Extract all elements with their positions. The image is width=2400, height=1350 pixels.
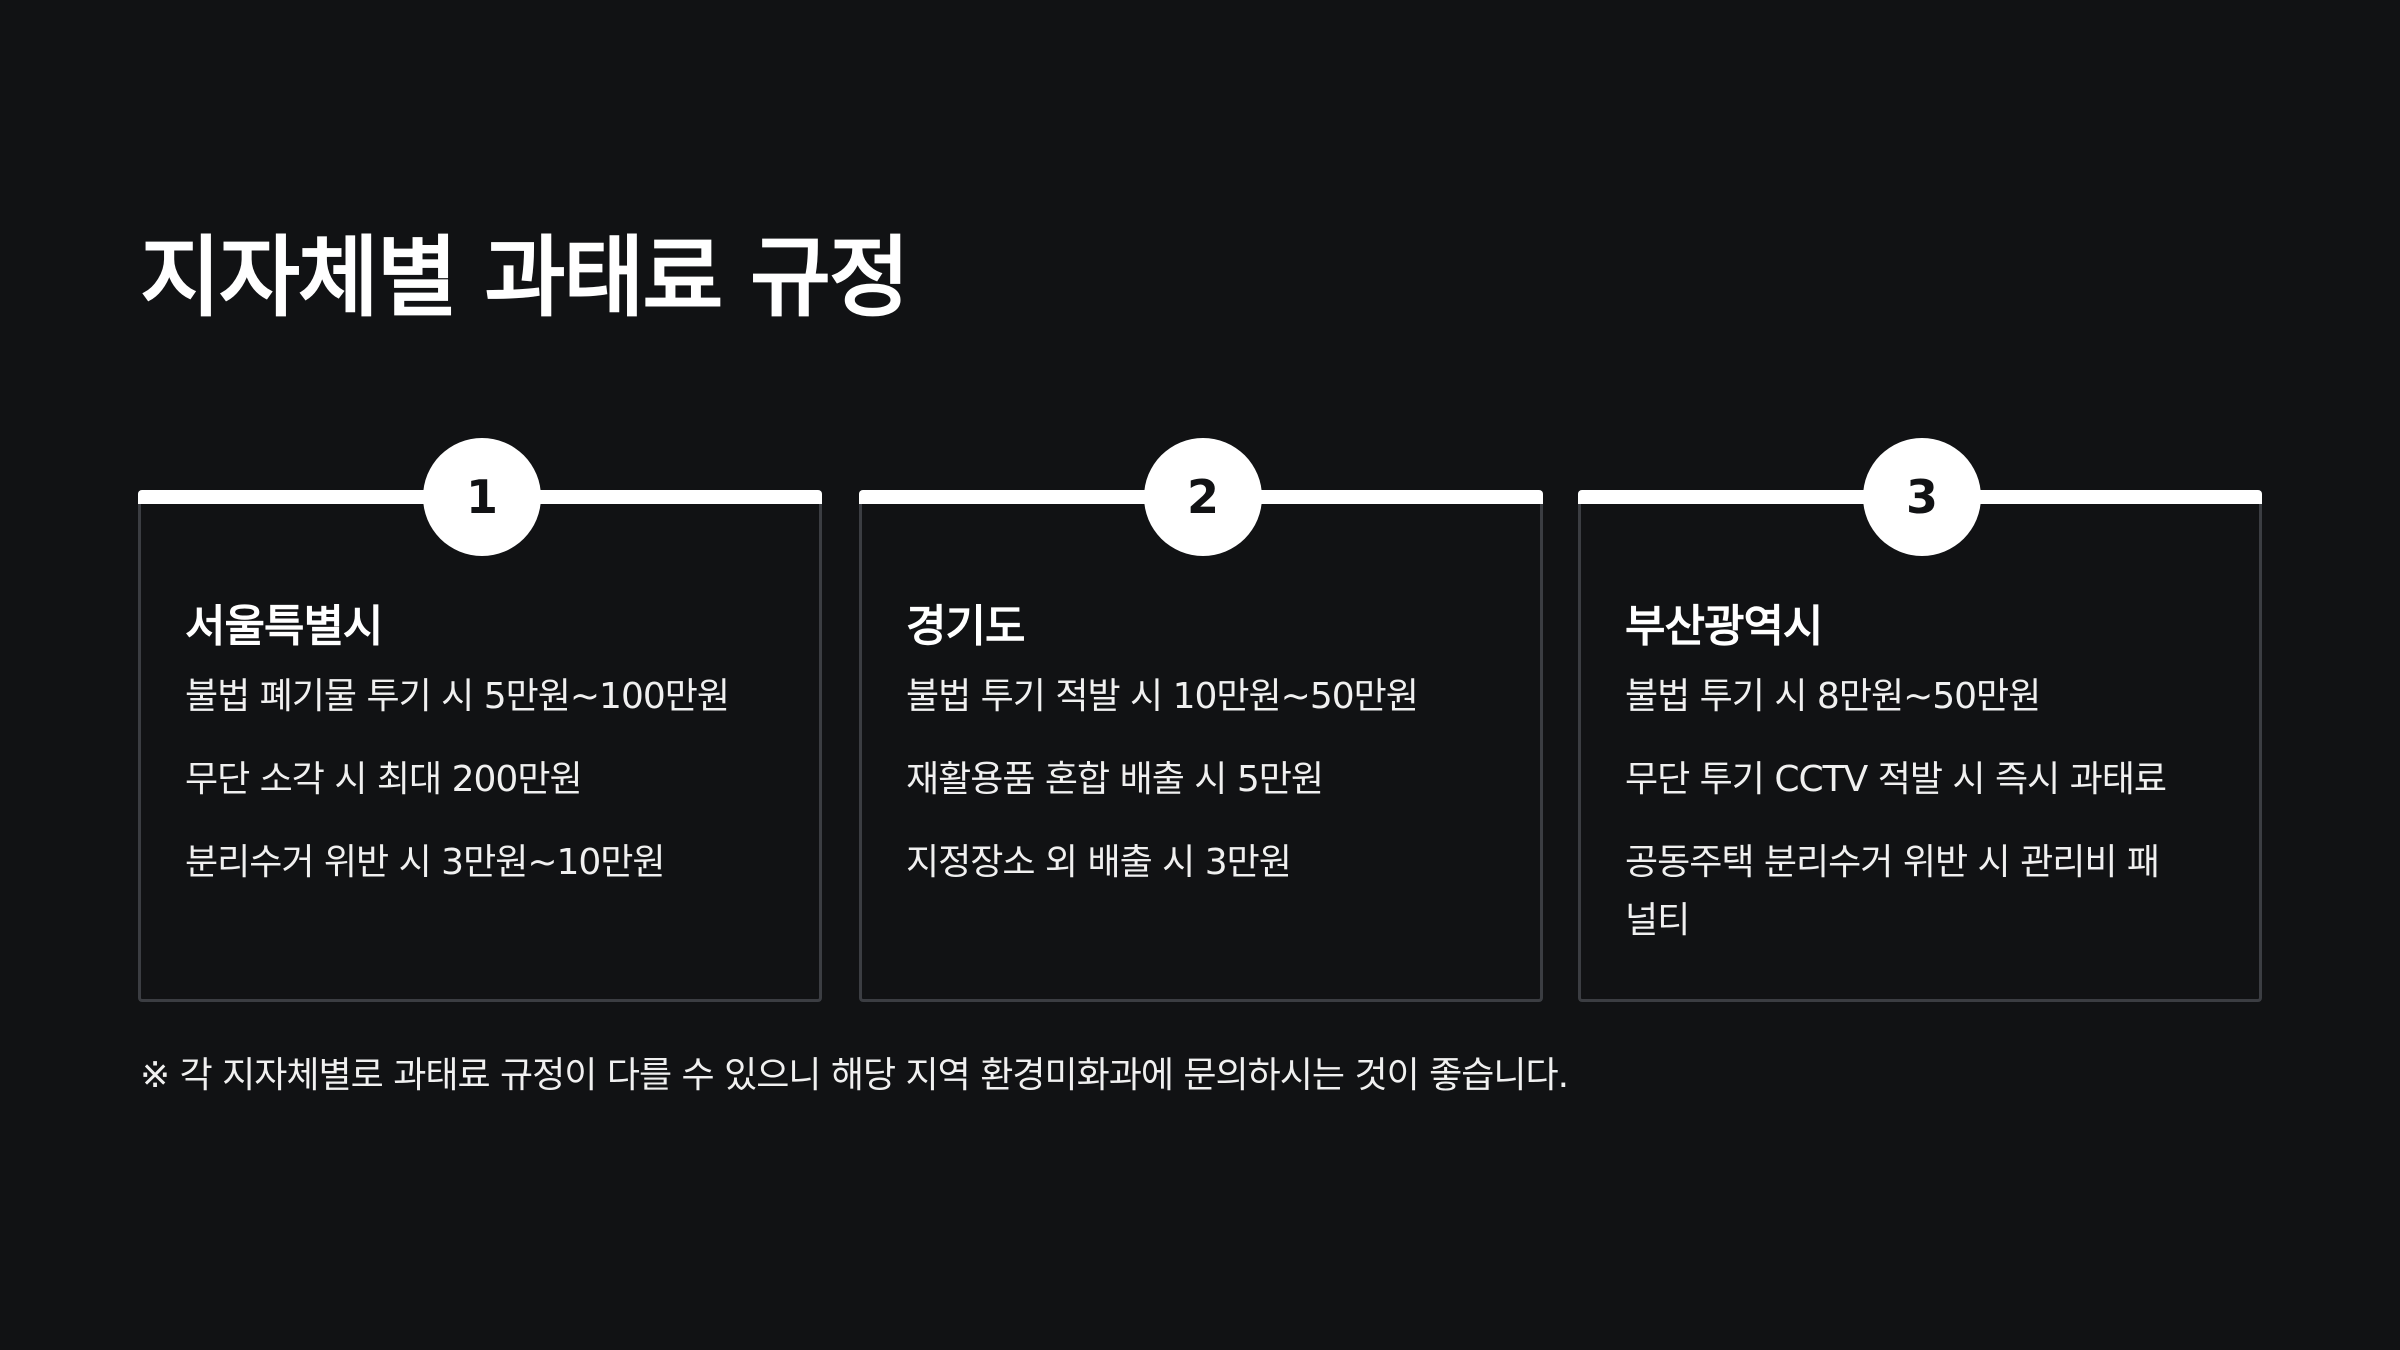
card-item: 불법 투기 시 8만원~50만원 <box>1625 676 2041 717</box>
footnote: ※ 각 지자체별로 과태료 규정이 다를 수 있으니 해당 지역 환경미화과에 … <box>140 1055 1569 1096</box>
card-title: 경기도 <box>906 601 1025 652</box>
card-number-badge: 2 <box>1144 438 1262 556</box>
page-title: 지자체별 과태료 규정 <box>140 226 910 329</box>
card-item: 지정장소 외 배출 시 3만원 <box>906 842 1292 883</box>
card-number-badge: 3 <box>1863 438 1981 556</box>
region-card-busan: 3 부산광역시 불법 투기 시 8만원~50만원 무단 투기 CCTV 적발 시… <box>1578 438 2262 1002</box>
card-item: 무단 투기 CCTV 적발 시 즉시 과태료 <box>1625 759 2167 800</box>
card-items: 불법 폐기물 투기 시 5만원~100만원 무단 소각 시 최대 200만원 분… <box>185 668 745 917</box>
card-item: 불법 폐기물 투기 시 5만원~100만원 <box>185 676 730 717</box>
card-title: 서울특별시 <box>185 601 383 652</box>
region-cards: 1 서울특별시 불법 폐기물 투기 시 5만원~100만원 무단 소각 시 최대… <box>138 438 2262 1002</box>
card-item: 분리수거 위반 시 3만원~10만원 <box>185 842 666 883</box>
card-title: 부산광역시 <box>1625 601 1823 652</box>
card-item: 불법 투기 적발 시 10만원~50만원 <box>906 676 1419 717</box>
card-number-badge: 1 <box>423 438 541 556</box>
card-items: 불법 투기 시 8만원~50만원 무단 투기 CCTV 적발 시 즉시 과태료 … <box>1625 668 2185 975</box>
card-item: 무단 소각 시 최대 200만원 <box>185 759 583 800</box>
card-item: 재활용품 혼합 배출 시 5만원 <box>906 759 1324 800</box>
region-card-seoul: 1 서울특별시 불법 폐기물 투기 시 5만원~100만원 무단 소각 시 최대… <box>138 438 822 1002</box>
card-items: 불법 투기 적발 시 10만원~50만원 재활용품 혼합 배출 시 5만원 지정… <box>906 668 1466 917</box>
region-card-gyeonggi: 2 경기도 불법 투기 적발 시 10만원~50만원 재활용품 혼합 배출 시 … <box>859 438 1543 1002</box>
card-item: 공동주택 분리수거 위반 시 관리비 패널티 <box>1625 842 2160 941</box>
